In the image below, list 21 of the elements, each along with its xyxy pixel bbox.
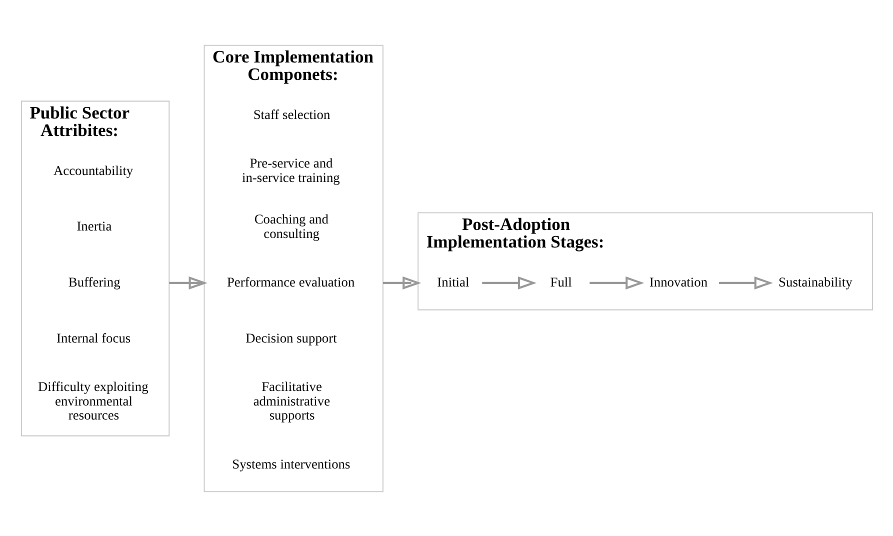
node-text: Initial <box>436 274 469 289</box>
node-text: Internal focus <box>56 330 130 345</box>
arrow <box>382 276 421 289</box>
node-text: Pre-service and in-service training <box>241 155 340 185</box>
arrow <box>482 276 536 289</box>
node-text: Staff selection <box>252 106 330 122</box>
node-text: Buffering <box>68 274 120 289</box>
node-text: Innovation <box>648 274 708 289</box>
node-text: Decision support <box>245 330 336 345</box>
arrow <box>168 276 207 289</box>
node-text: Accountability <box>52 162 133 178</box>
node-text: Full <box>550 274 572 289</box>
node-text: Facilitative administrative supports <box>252 378 330 422</box>
node-text: Inertia <box>76 218 112 234</box>
arrow <box>718 276 772 289</box>
arrow <box>589 276 644 289</box>
node-text: Performance evaluation <box>226 274 354 289</box>
node-text: Coaching and consulting <box>254 210 328 240</box>
node-text: Difficulty exploiting environmental resources <box>37 378 148 422</box>
node-text: Sustainability <box>778 274 852 289</box>
node-text: Systems interventions <box>232 456 350 471</box>
